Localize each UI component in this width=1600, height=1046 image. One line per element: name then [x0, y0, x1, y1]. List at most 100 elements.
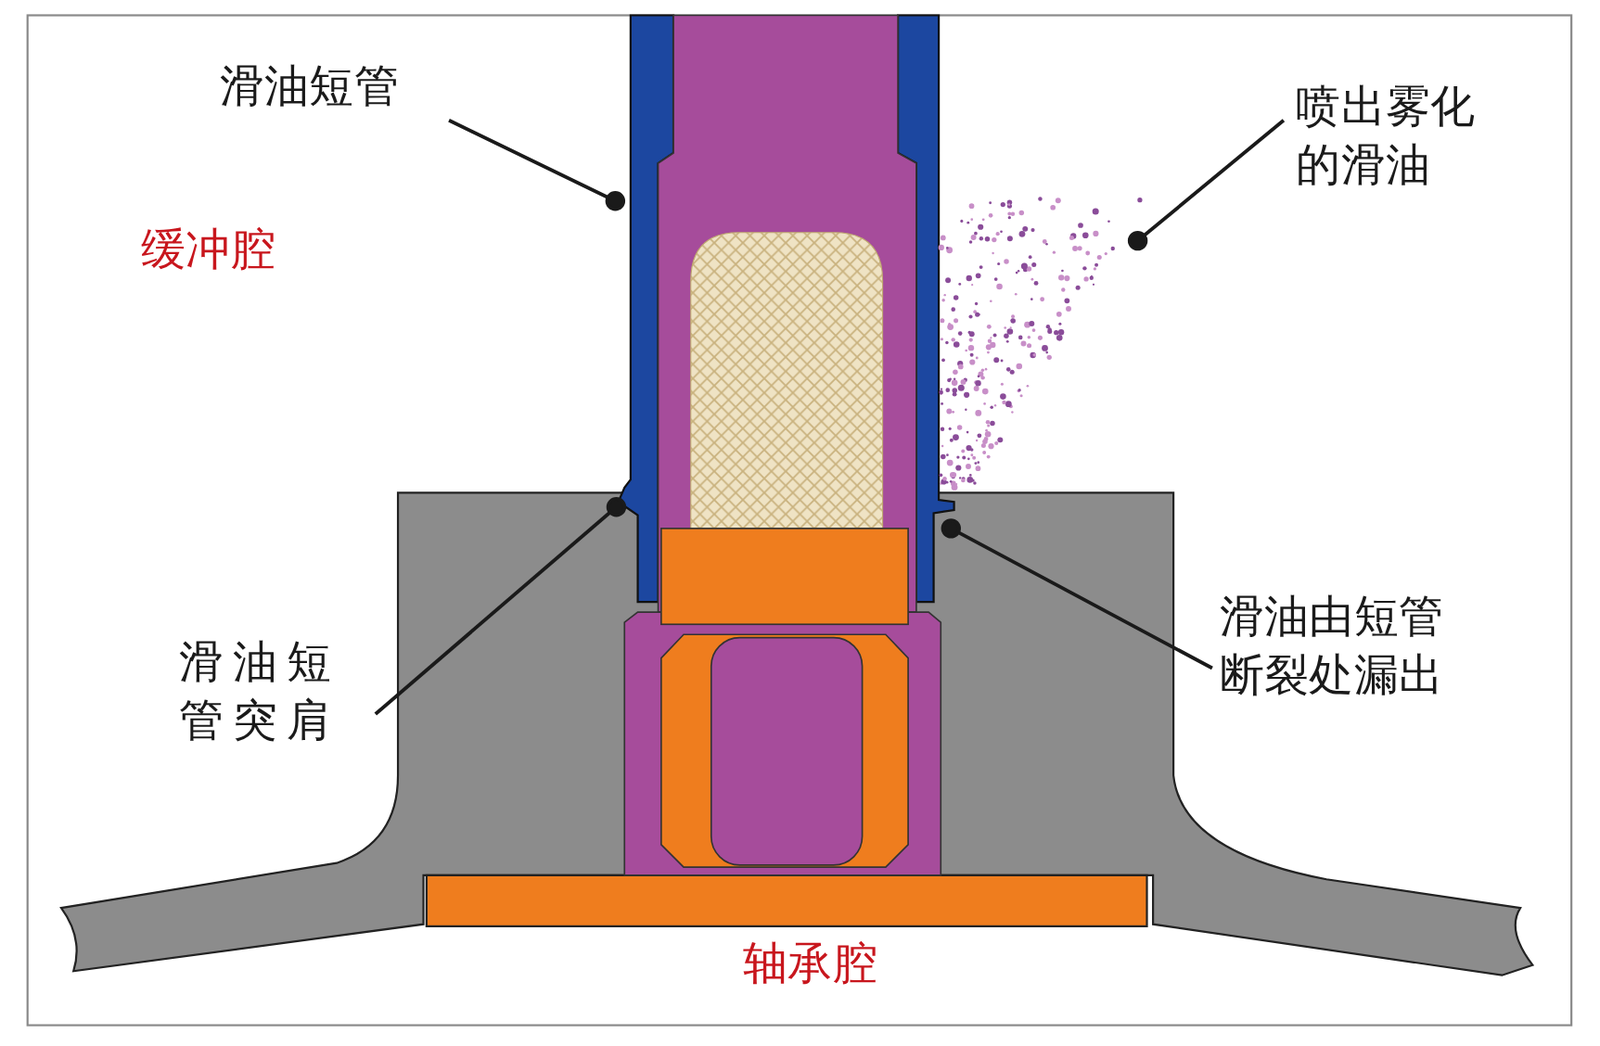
spray-dot [973, 385, 980, 392]
spray-dot [1017, 389, 1021, 393]
spray-dot [1093, 267, 1097, 270]
spray-dot [952, 370, 959, 376]
spray-dot [1007, 328, 1014, 335]
spray-dot [957, 424, 963, 431]
spray-dot [979, 265, 984, 269]
spray-dot [1005, 400, 1012, 408]
oil-column [658, 15, 917, 614]
spray-dot [977, 375, 981, 379]
spray-dot [1045, 351, 1049, 355]
spray-dot [983, 402, 986, 406]
spray-dot [1047, 355, 1052, 360]
spray-dot [953, 294, 960, 301]
spray-dot [940, 427, 945, 432]
spray-dot [1006, 367, 1012, 372]
spray-dot [941, 298, 946, 303]
spray-dot [988, 213, 994, 218]
spray-dot [965, 445, 972, 451]
spray-dot [1027, 335, 1032, 340]
spray-dot [971, 478, 974, 482]
spray-dot [996, 283, 1003, 291]
spray-dot [1075, 285, 1081, 291]
spray-dot [945, 341, 949, 346]
spray-dot [1010, 326, 1012, 329]
spray-dot [1015, 363, 1023, 371]
spray-dot [940, 235, 947, 242]
spray-dot [993, 333, 998, 338]
spray-dot [993, 357, 999, 363]
spray-dot [947, 460, 954, 467]
spray-dot [938, 244, 945, 251]
spray-dot [975, 465, 982, 472]
spray-dot [1017, 269, 1020, 272]
spray-dot [1056, 311, 1063, 318]
spray-dot [1011, 314, 1015, 319]
spray-dot [1056, 334, 1063, 342]
spray-dot [985, 431, 992, 438]
spray-dot [1003, 326, 1007, 330]
spray-dot [974, 409, 982, 417]
spray-dot [946, 453, 949, 457]
spray-dot [949, 472, 956, 478]
spray-dot [946, 246, 953, 254]
spray-dot [940, 402, 944, 406]
spray-dot [982, 388, 989, 396]
spray-dot [986, 424, 990, 428]
spray-dot [1031, 262, 1037, 268]
spray-dot [999, 393, 1007, 400]
spray-dot [1089, 276, 1094, 281]
spray-dot [947, 322, 951, 326]
oil-spray [938, 196, 1143, 490]
part-label: 滑油短 管突肩 [179, 632, 404, 750]
spray-dot [956, 455, 960, 459]
spray-dot [972, 456, 976, 461]
spray-dot [960, 219, 963, 223]
spray-dot [1030, 228, 1035, 232]
spray-dot [994, 441, 999, 446]
spray-dot [953, 318, 959, 323]
spray-dot [969, 473, 973, 477]
spray-dot [1092, 208, 1100, 216]
spray-dot [1037, 196, 1042, 201]
spray-dot [1007, 203, 1011, 206]
spray-dot [943, 294, 946, 296]
spray-dot [975, 272, 982, 279]
spray-dot [1026, 384, 1030, 388]
spray-dot [1014, 293, 1018, 296]
spray-dot [1000, 383, 1004, 386]
spray-dot [946, 246, 949, 250]
spray-dot [1020, 394, 1024, 397]
bearing-part [426, 875, 1148, 927]
spray-dot [1055, 197, 1062, 204]
spray-dot [1007, 235, 1013, 242]
spray-dot [1033, 353, 1037, 358]
spray-dot [997, 436, 1003, 443]
spray-dot [960, 478, 966, 484]
spray-dot [1111, 246, 1115, 251]
spray-dot [1072, 245, 1078, 252]
spray-dot [1085, 251, 1090, 256]
spray-dot [968, 331, 972, 334]
spray-dot [994, 277, 999, 282]
spray-dot [1026, 343, 1032, 348]
spray-dot [966, 221, 970, 225]
spray-dot [1019, 210, 1025, 217]
spray-dot [1137, 197, 1142, 203]
spray-dot [1092, 230, 1099, 237]
spray-dot [945, 387, 950, 393]
spray-dot [969, 240, 973, 244]
spray-dot [1011, 410, 1013, 413]
spray-dot [966, 275, 973, 282]
spray-dot [952, 387, 959, 394]
spray-dot [985, 236, 991, 243]
spray-dot [987, 443, 994, 449]
spray-dot [982, 439, 988, 446]
spray-dot [982, 450, 986, 455]
spray-dot [1083, 276, 1088, 282]
spray-dot [981, 369, 986, 373]
spray-dot [976, 433, 982, 438]
spray-dot [985, 420, 991, 425]
spray-dot [997, 262, 1000, 266]
spray-dot [1008, 216, 1012, 219]
